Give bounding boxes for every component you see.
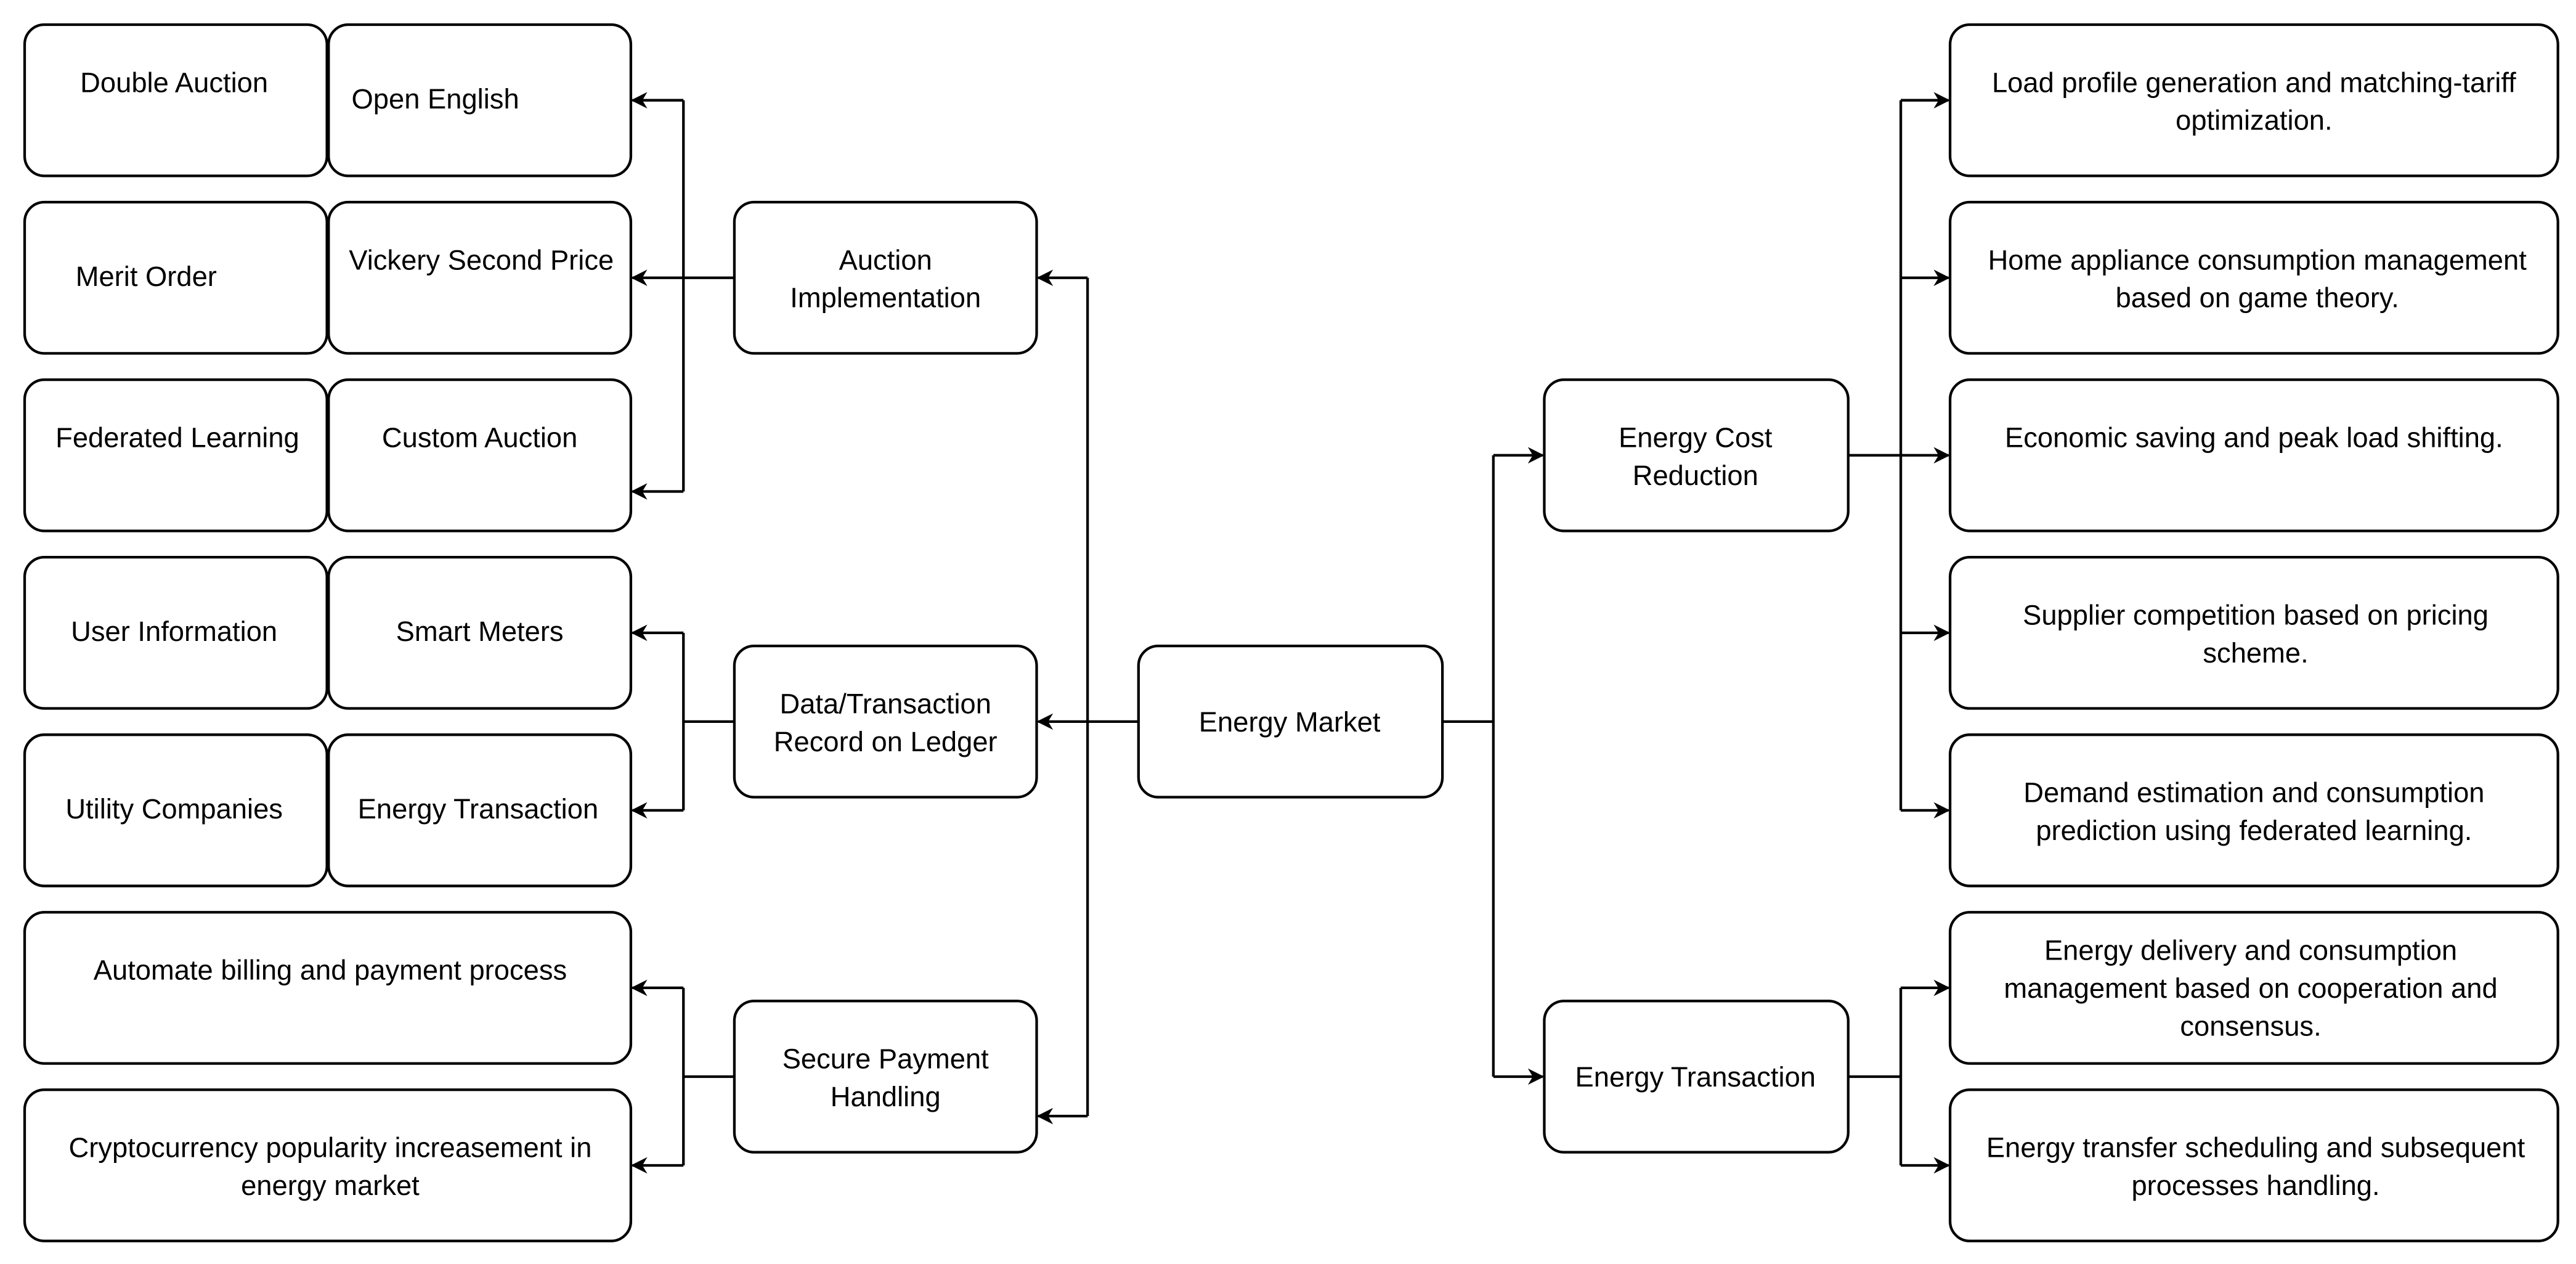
leaf-label: processes handling. bbox=[2131, 1170, 2379, 1201]
leaf-label: Energy delivery and consumption bbox=[2044, 935, 2457, 966]
leaf-label: Load profile generation and matching-tar… bbox=[1992, 67, 2516, 98]
node-label: Energy Market bbox=[1199, 706, 1381, 738]
leaf-label: Double Auction bbox=[80, 67, 268, 98]
leaf-smart-meters[interactable]: Smart Meters bbox=[327, 556, 633, 710]
leaf-utility-companies[interactable]: Utility Companies bbox=[23, 733, 328, 887]
node-energy-cost-reduction[interactable]: Energy Cost Reduction bbox=[1543, 378, 1850, 532]
leaf-label: Economic saving and peak load shifting. bbox=[2005, 422, 2503, 453]
leaf-economic-saving[interactable]: Economic saving and peak load shifting. bbox=[1948, 378, 2559, 532]
node-ledger-record[interactable]: Data/Transaction Record on Ledger bbox=[733, 645, 1038, 799]
leaf-open-english[interactable]: Open English bbox=[327, 23, 633, 177]
node-label: Reduction bbox=[1633, 460, 1758, 491]
leaf-label: Open English bbox=[352, 83, 519, 115]
leaf-demand-estimation[interactable]: Demand estimation and consumption predic… bbox=[1948, 733, 2559, 887]
leaf-label: based on game theory. bbox=[2116, 282, 2399, 314]
node-label: Data/Transaction bbox=[779, 688, 991, 720]
node-label: Secure Payment bbox=[782, 1043, 989, 1075]
leaf-label: Cryptocurrency popularity increasement i… bbox=[68, 1132, 591, 1164]
leaf-federated-learning[interactable]: Federated Learning bbox=[23, 378, 328, 532]
leaf-label: Supplier competition based on pricing bbox=[2023, 599, 2489, 630]
leaf-load-profile[interactable]: Load profile generation and matching-tar… bbox=[1948, 23, 2559, 177]
leaf-label: prediction using federated learning. bbox=[2036, 815, 2472, 846]
leaf-home-appliance[interactable]: Home appliance consumption management ba… bbox=[1948, 200, 2559, 355]
leaf-supplier-competition[interactable]: Supplier competition based on pricing sc… bbox=[1948, 556, 2559, 710]
leaf-billing[interactable]: Automate billing and payment process bbox=[23, 911, 633, 1065]
leaf-label: Demand estimation and consumption bbox=[2023, 777, 2484, 809]
leaf-label: Vickery Second Price bbox=[349, 244, 614, 275]
leaf-label: Home appliance consumption management bbox=[1988, 244, 2527, 275]
leaf-user-information[interactable]: User Information bbox=[23, 556, 328, 710]
node-secure-payment[interactable]: Secure Payment Handling bbox=[733, 1000, 1038, 1154]
leaf-energy-transfer[interactable]: Energy transfer scheduling and subsequen… bbox=[1948, 1088, 2559, 1242]
leaf-merit-order[interactable]: Merit Order bbox=[23, 200, 328, 355]
leaf-energy-transaction[interactable]: Energy Transaction bbox=[327, 733, 633, 887]
node-label: Energy Cost bbox=[1619, 422, 1773, 453]
connectors bbox=[630, 92, 1951, 1174]
leaf-custom-auction[interactable]: Custom Auction bbox=[327, 378, 633, 532]
leaf-label: Automate billing and payment process bbox=[94, 955, 567, 986]
leaf-label: energy market bbox=[241, 1170, 420, 1201]
leaf-label: scheme. bbox=[2203, 637, 2308, 669]
leaf-energy-delivery[interactable]: Energy delivery and consumption manageme… bbox=[1948, 911, 2559, 1065]
leaf-double-auction[interactable]: Double Auction bbox=[23, 23, 328, 177]
node-label: Auction bbox=[839, 244, 932, 275]
node-label: Energy Transaction bbox=[1575, 1061, 1816, 1093]
node-label: Record on Ledger bbox=[774, 726, 997, 757]
leaf-vickery[interactable]: Vickery Second Price bbox=[327, 200, 633, 355]
node-auction-implementation[interactable]: Auction Implementation bbox=[733, 200, 1038, 355]
leaf-label: consensus. bbox=[2180, 1010, 2321, 1042]
leaf-label: Custom Auction bbox=[382, 422, 577, 453]
leaf-label: Utility Companies bbox=[65, 793, 283, 825]
node-label: Handling bbox=[831, 1081, 941, 1112]
leaf-label: management based on cooperation and bbox=[2004, 972, 2497, 1004]
node-energy-market[interactable]: Energy Market bbox=[1137, 645, 1444, 799]
leaf-label: Merit Order bbox=[76, 261, 217, 292]
leaf-label: Energy transfer scheduling and subsequen… bbox=[1986, 1132, 2525, 1164]
node-label: Implementation bbox=[790, 282, 981, 314]
leaf-cryptocurrency[interactable]: Cryptocurrency popularity increasement i… bbox=[23, 1088, 633, 1242]
leaf-label: Smart Meters bbox=[396, 616, 564, 647]
leaf-label: User Information bbox=[71, 616, 277, 647]
leaf-label: optimization. bbox=[2176, 105, 2332, 136]
leaf-label: Energy Transaction bbox=[358, 793, 598, 825]
node-energy-transaction[interactable]: Energy Transaction bbox=[1543, 1000, 1850, 1154]
leaf-label: Federated Learning bbox=[55, 422, 299, 453]
